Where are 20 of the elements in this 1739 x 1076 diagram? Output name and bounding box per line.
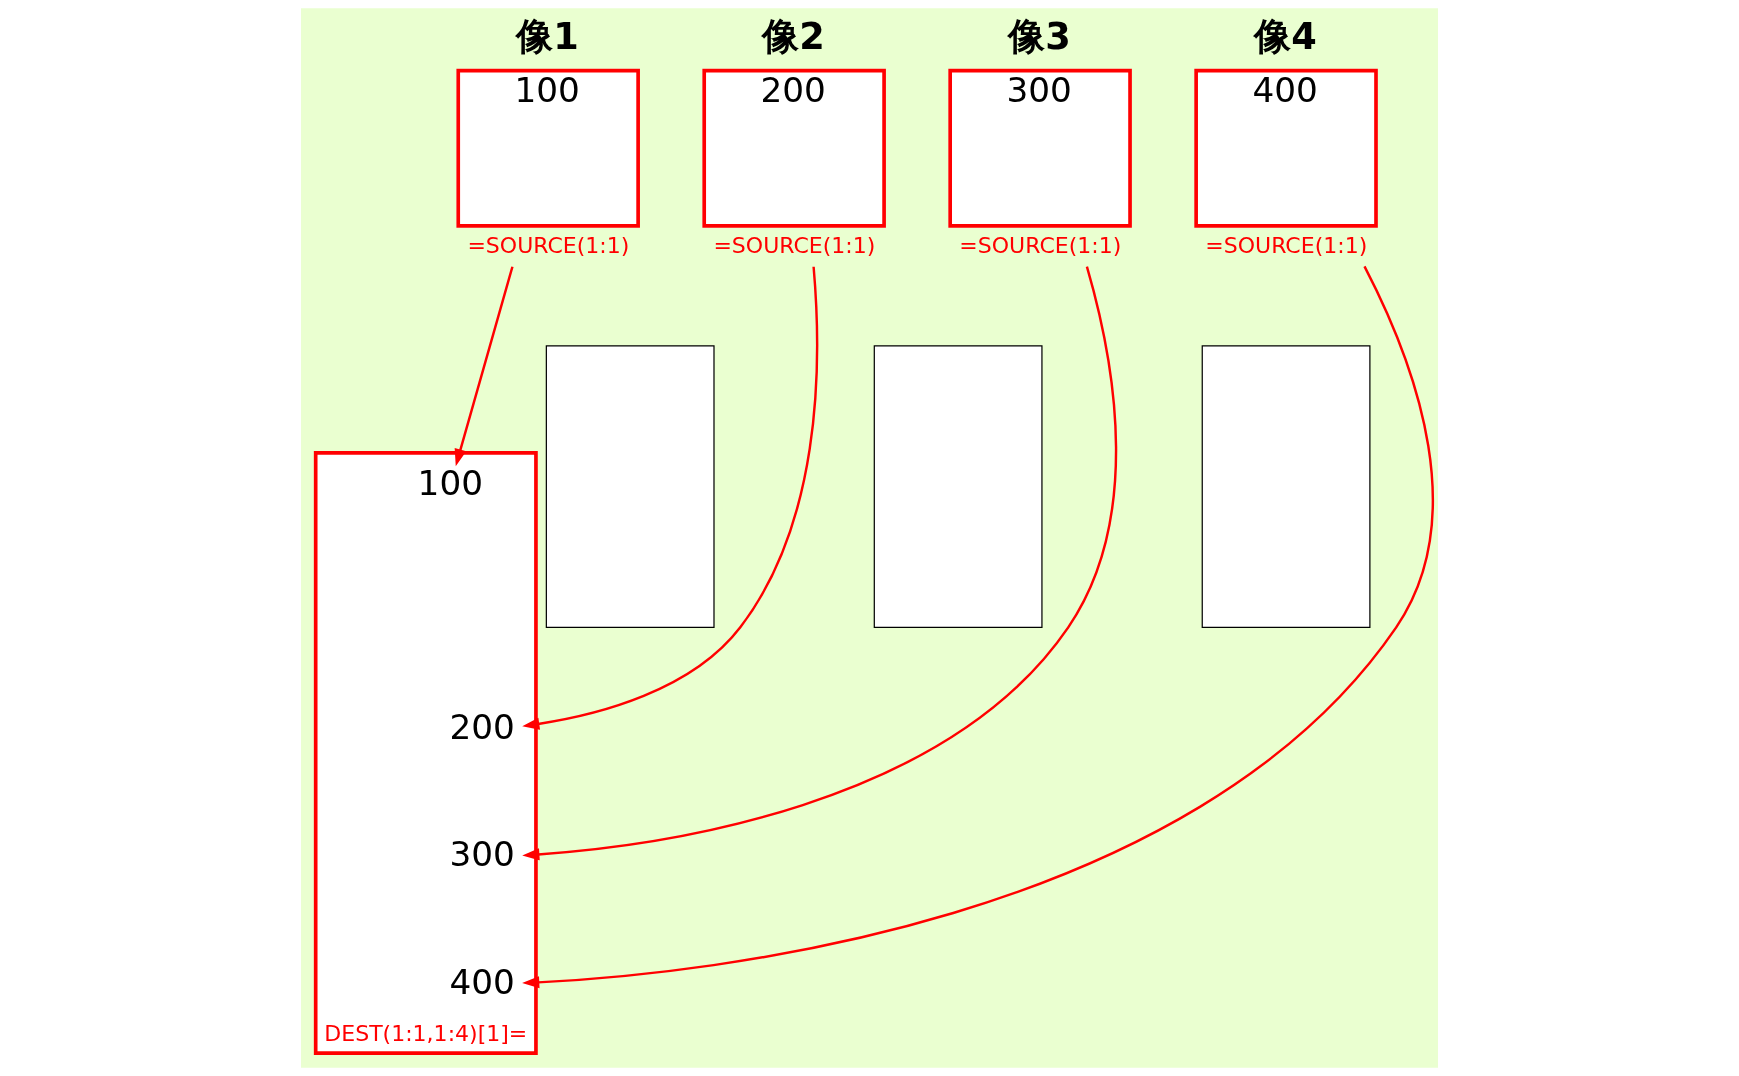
node-box (545, 345, 715, 628)
node-box (873, 345, 1043, 628)
node-label: =SOURCE(1:1) (713, 232, 876, 258)
node-text: 200 (449, 707, 515, 748)
arrow (522, 266, 1118, 861)
node-text: 100 (417, 463, 483, 504)
node-label: 像1 (516, 15, 579, 59)
node-label: 像4 (1254, 15, 1317, 59)
node-box (1201, 345, 1371, 628)
arrow (454, 266, 514, 467)
node-text: 300 (449, 834, 515, 875)
node-label: 像3 (1008, 15, 1071, 59)
arrow (522, 266, 819, 730)
node-label: 像2 (762, 15, 825, 59)
node-label: =SOURCE(1:1) (1205, 232, 1368, 258)
arrow (522, 265, 1434, 989)
node-label: DEST(1:1,1:4)[1]= (324, 1021, 528, 1047)
node-label: =SOURCE(1:1) (959, 232, 1122, 258)
node-label: =SOURCE(1:1) (467, 232, 630, 258)
node-text: 400 (449, 961, 515, 1002)
